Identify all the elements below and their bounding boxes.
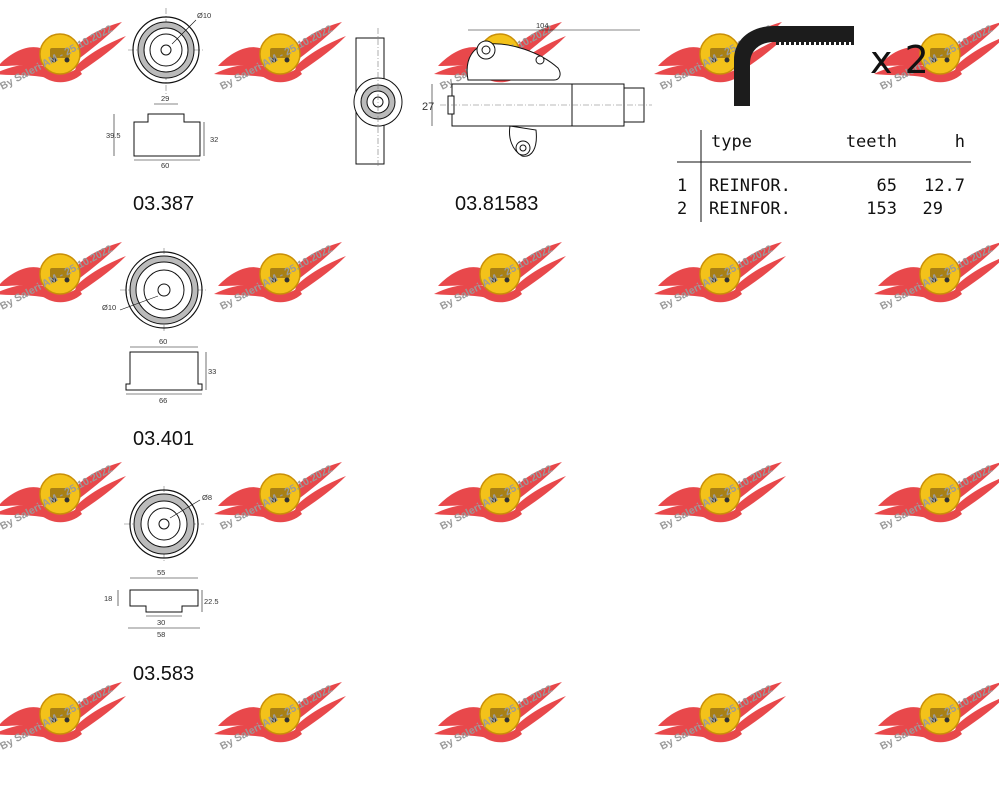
pulley-drawing-03583: Ø8 55 18 22.5 30 58 <box>104 486 219 639</box>
belt-tooth <box>801 42 804 45</box>
watermark-text: By Saleri AM - 25.10.2022 <box>0 682 115 753</box>
watermark-text: By Saleri AM - 25.10.2022 <box>218 682 335 753</box>
dim-bottom: 58 <box>157 630 165 639</box>
watermark-logo: By Saleri AM - 25.10.2022 <box>870 668 999 788</box>
watermark-logo: By Saleri AM - 25.10.2022 <box>210 448 410 568</box>
watermark-text: By Saleri AM - 25.10.2022 <box>438 682 555 753</box>
winged-badge-icon <box>654 682 786 743</box>
belt-tooth <box>806 42 809 45</box>
watermark-logo: By Saleri AM - 25.10.2022 <box>430 668 630 788</box>
watermark-logo: By Saleri AM - 25.10.2022 <box>650 228 850 348</box>
watermark-text: By Saleri AM - 25.10.2022 <box>0 22 115 93</box>
belt-tooth <box>826 42 829 45</box>
watermark-logo: By Saleri AM - 25.10.2022 <box>210 668 410 788</box>
winged-badge-icon <box>874 462 999 523</box>
belt-quantity: x 2 <box>870 38 929 82</box>
table-header-type: type <box>711 132 752 152</box>
winged-badge-icon <box>214 22 346 83</box>
watermark-text: By Saleri AM - 25.10.2022 <box>658 242 775 313</box>
belt-tooth <box>821 42 824 45</box>
winged-badge-icon <box>874 242 999 303</box>
dim-diameter: Ø10 <box>102 303 116 312</box>
dim-top: 55 <box>157 568 165 577</box>
watermark-text: By Saleri AM - 25.10.2022 <box>878 462 995 533</box>
belt-table: type teeth h 1 REINFOR. 65 12.7 2 REINFO… <box>675 128 975 228</box>
belt-tooth <box>781 42 784 45</box>
watermark-text: By Saleri AM - 25.10.2022 <box>218 462 335 533</box>
belt-tooth <box>786 42 789 45</box>
winged-badge-icon <box>214 682 346 743</box>
winged-badge-icon <box>654 462 786 523</box>
table-row-type: REINFOR. <box>709 176 791 196</box>
table-row-type: REINFOR. <box>709 199 791 219</box>
dim-diameter: Ø8 <box>202 493 212 502</box>
watermark-logo: By Saleri AM - 25.10.2022 <box>650 448 850 568</box>
watermark-text: By Saleri AM - 25.10.2022 <box>218 242 335 313</box>
part-code: 03.401 <box>133 428 195 450</box>
dim-height: 27 <box>422 101 434 113</box>
dim-width: 104 <box>536 21 549 30</box>
table-row-index: 1 <box>677 176 688 196</box>
belt-tooth <box>836 42 839 45</box>
winged-badge-icon <box>434 682 566 743</box>
belt-tooth <box>816 42 819 45</box>
table-row-teeth: 153 <box>866 199 897 219</box>
belt-tooth <box>791 42 794 45</box>
part-code: 03.387 <box>133 193 195 215</box>
winged-badge-icon <box>434 242 566 303</box>
watermark-text: By Saleri AM - 25.10.2022 <box>878 242 995 313</box>
watermark-logo: By Saleri AM - 25.10.2022 <box>870 448 999 568</box>
dim-diameter: Ø10 <box>197 11 211 20</box>
winged-badge-icon <box>654 242 786 303</box>
belt-tooth <box>811 42 814 45</box>
watermark-text: By Saleri AM - 25.10.2022 <box>878 682 995 753</box>
table-row-h: 12.7 <box>924 176 965 196</box>
winged-badge-icon <box>434 462 566 523</box>
watermark-text: By Saleri AM - 25.10.2022 <box>218 22 335 93</box>
watermark-logo: By Saleri AM - 25.10.2022 <box>0 668 190 788</box>
dim-height: 33 <box>208 367 216 376</box>
dim-top: 29 <box>161 94 169 103</box>
watermark-text: By Saleri AM - 25.10.2022 <box>438 462 555 533</box>
dim-height-right: 32 <box>210 135 218 144</box>
part-code: 03.583 <box>133 663 195 685</box>
belt-tooth <box>776 42 779 45</box>
watermark-logo: By Saleri AM - 25.10.2022 <box>210 228 410 348</box>
belt-tooth <box>841 42 844 45</box>
dim-height-left: 39.5 <box>106 131 121 140</box>
belt-teeth <box>776 42 854 45</box>
belt-tooth <box>831 42 834 45</box>
table-header-teeth: teeth <box>845 132 897 152</box>
part-code: 03.81583 <box>455 193 539 215</box>
winged-badge-icon <box>0 682 126 743</box>
timing-belt-image <box>734 26 854 106</box>
winged-badge-icon <box>214 462 346 523</box>
table-row-teeth: 65 <box>876 176 897 196</box>
table-row-index: 2 <box>677 199 688 219</box>
table-row-h: 29 <box>922 199 943 219</box>
dim-bottom: 60 <box>161 161 169 170</box>
belt-tooth <box>851 42 854 45</box>
watermark-text: By Saleri AM - 25.10.2022 <box>438 242 555 313</box>
table-lines <box>677 130 971 222</box>
dim-inner: 30 <box>157 618 165 627</box>
belt-tooth <box>796 42 799 45</box>
dim-top: 60 <box>159 337 167 346</box>
winged-badge-icon <box>214 242 346 303</box>
watermark-logo: By Saleri AM - 25.10.2022 <box>430 228 630 348</box>
watermark-text: By Saleri AM - 25.10.2022 <box>658 462 775 533</box>
watermark-logo: By Saleri AM - 25.10.2022 <box>430 448 630 568</box>
dim-height-right: 22.5 <box>204 597 219 606</box>
table-header-h: h <box>954 132 965 152</box>
tensioner-drawing-0381583: 104 27 <box>353 21 652 168</box>
watermark-logo: By Saleri AM - 25.10.2022 <box>870 228 999 348</box>
belt-tooth <box>846 42 849 45</box>
dim-height-left: 18 <box>104 594 112 603</box>
dim-bottom: 66 <box>159 396 167 405</box>
pulley-drawing-03387: Ø10 29 39.5 32 60 <box>106 8 218 170</box>
watermark-text: By Saleri AM - 25.10.2022 <box>658 682 775 753</box>
winged-badge-icon <box>874 682 999 743</box>
pulley-drawing-03401: Ø10 60 33 66 <box>102 248 216 405</box>
watermark-logo: By Saleri AM - 25.10.2022 <box>650 668 850 788</box>
